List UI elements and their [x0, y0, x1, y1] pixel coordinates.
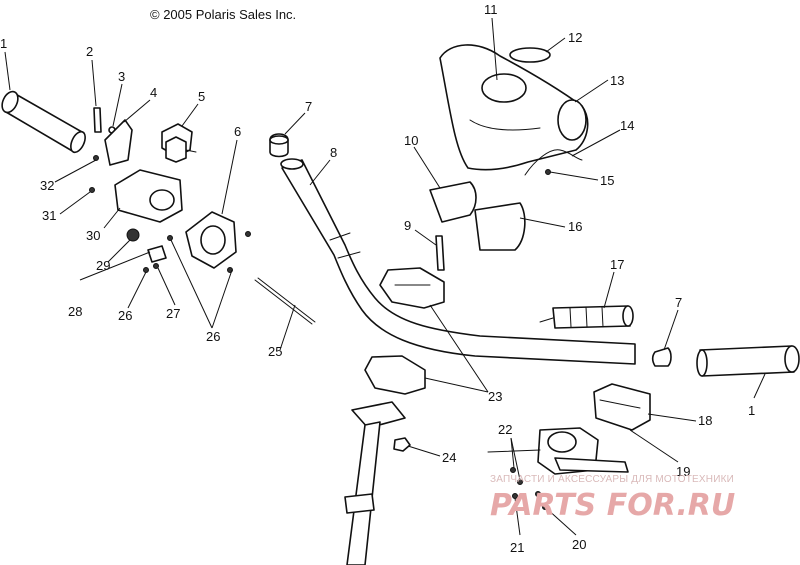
bolt-9	[435, 235, 445, 271]
callout-9: 9	[404, 218, 411, 233]
callout-31: 31	[42, 208, 56, 223]
watermark-brand: PARTS FOR.RU	[490, 488, 735, 523]
callout-7-upper: 7	[305, 99, 312, 114]
callout-27: 27	[166, 306, 180, 321]
steering-post	[344, 401, 406, 565]
part-29	[126, 228, 140, 242]
callouts: 1 2 3 4 5 6 7 8 9 10 11 12 13 14 15 16 1…	[0, 2, 755, 555]
callout-29: 29	[96, 258, 110, 273]
screw-27	[153, 263, 159, 269]
right-grip	[696, 345, 800, 377]
handlebar	[280, 158, 636, 365]
callout-24: 24	[442, 450, 456, 465]
screw-22a	[510, 467, 516, 473]
callout-26-right: 26	[206, 329, 220, 344]
throttle-cable-2	[257, 277, 316, 323]
clamp-upper	[379, 267, 445, 309]
part-28-plate	[147, 245, 167, 263]
screw-26b	[167, 235, 173, 241]
throttle-cable	[254, 279, 313, 325]
screw-31	[89, 187, 95, 193]
screw-20a	[535, 491, 541, 497]
callout-18: 18	[698, 413, 712, 428]
switch-5	[161, 123, 197, 163]
pod-plate	[509, 47, 551, 63]
callout-14: 14	[620, 118, 634, 133]
nut-24	[393, 437, 411, 452]
callout-22: 22	[498, 422, 512, 437]
handlebar-pod	[439, 44, 589, 171]
cover-16	[474, 202, 526, 251]
callout-20: 20	[572, 537, 586, 552]
clamp-lower	[364, 355, 426, 395]
watermark: ЗАПЧАСТИ И АКСЕССУАРЫ ДЛЯ МОТОТЕХНИКИ PA…	[490, 474, 735, 523]
callout-2: 2	[86, 44, 93, 59]
brake-master-19	[537, 427, 629, 475]
callout-12: 12	[568, 30, 582, 45]
copyright-text: © 2005 Polaris Sales Inc.	[150, 7, 296, 22]
callout-26-left: 26	[118, 308, 132, 323]
screw-26a	[143, 267, 149, 273]
callout-5: 5	[198, 89, 205, 104]
switch-18	[593, 383, 651, 431]
clamp-4	[104, 119, 133, 166]
end-plug-right	[651, 347, 672, 367]
callout-6: 6	[234, 124, 241, 139]
callout-1-right: 1	[748, 403, 755, 418]
screw-6a	[245, 231, 251, 237]
heated-grip	[539, 305, 634, 329]
screw-15	[545, 169, 551, 175]
callout-25: 25	[268, 344, 282, 359]
switch-housing-30	[114, 169, 183, 223]
leader-lines	[4, 17, 766, 536]
callout-4: 4	[150, 85, 157, 100]
callout-32: 32	[40, 178, 54, 193]
bolt-2	[93, 107, 102, 133]
left-grip	[1, 90, 86, 154]
callout-1-left: 1	[0, 36, 7, 51]
callout-7-right: 7	[675, 295, 682, 310]
callout-28: 28	[68, 304, 82, 319]
callout-13: 13	[610, 73, 624, 88]
callout-16: 16	[568, 219, 582, 234]
cover-10	[429, 181, 477, 223]
callout-23: 23	[488, 389, 502, 404]
switch-housing-6	[185, 211, 237, 269]
callout-21: 21	[510, 540, 524, 555]
callout-15: 15	[600, 173, 614, 188]
screw-32	[93, 155, 99, 161]
callout-3: 3	[118, 69, 125, 84]
watermark-tagline: ЗАПЧАСТИ И АКСЕССУАРЫ ДЛЯ МОТОТЕХНИКИ	[490, 474, 734, 485]
callout-19: 19	[676, 464, 690, 479]
wire-harness	[524, 149, 583, 176]
callout-17: 17	[610, 257, 624, 272]
callout-10: 10	[404, 133, 418, 148]
callout-30: 30	[86, 228, 100, 243]
callout-8: 8	[330, 145, 337, 160]
callout-11: 11	[484, 2, 498, 17]
